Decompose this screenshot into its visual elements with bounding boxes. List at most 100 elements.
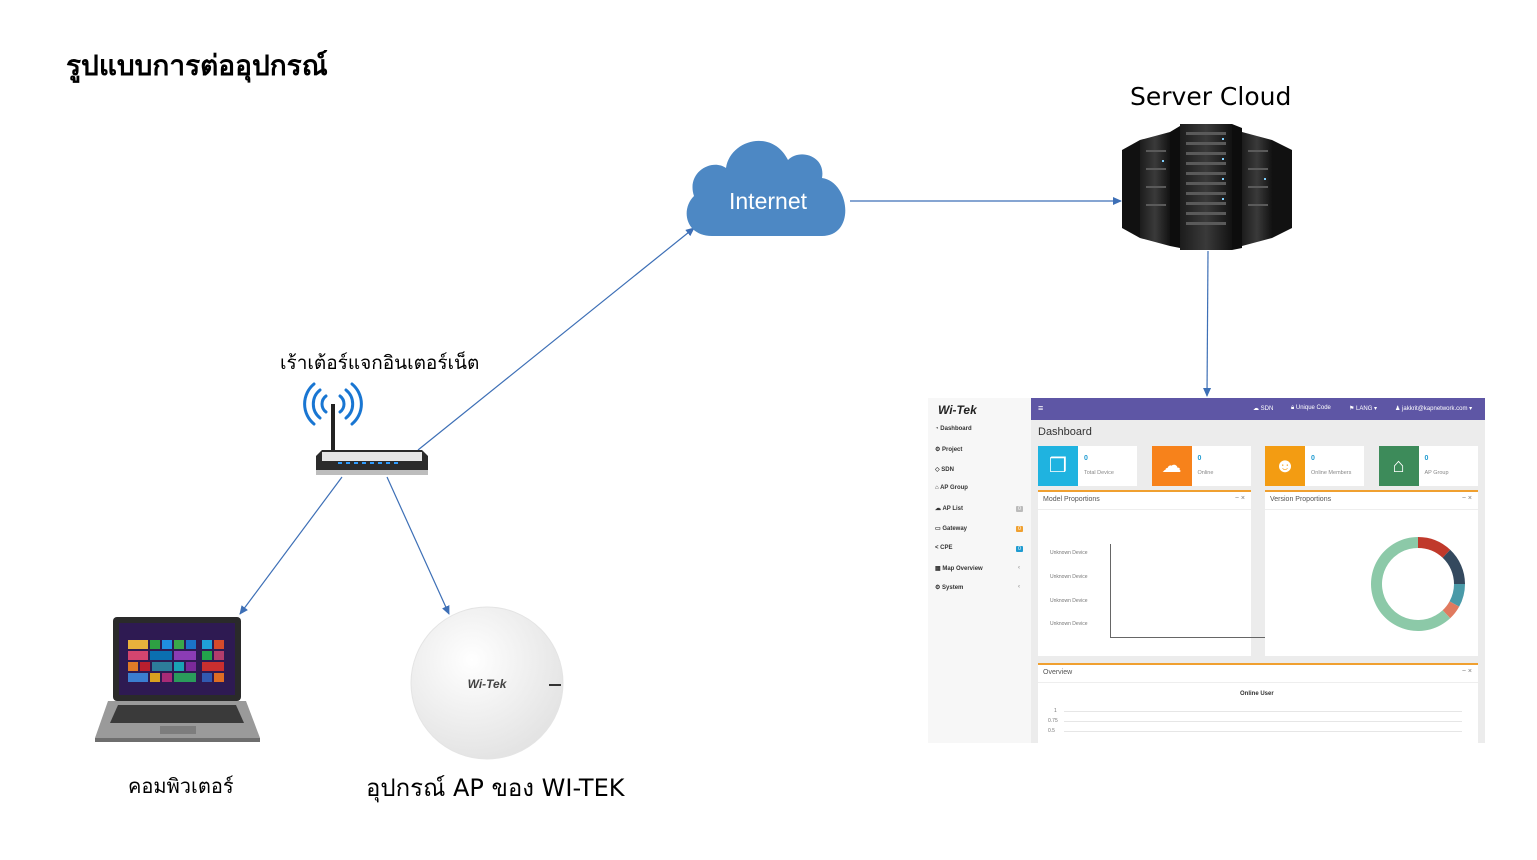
- cloud-icon: ☁: [1253, 406, 1261, 412]
- router-to-ap-arrow: [386, 476, 450, 615]
- y-tick-label: 0.5: [1048, 728, 1055, 734]
- version-donut-chart: [1371, 537, 1465, 631]
- bank-icon: ⌂: [1378, 446, 1419, 486]
- panel-controls[interactable]: − ×: [1234, 495, 1245, 502]
- diamond-icon: ◇: [935, 466, 942, 473]
- desktop-icon: ▭: [935, 526, 943, 532]
- donut-slice-2: [1449, 584, 1465, 607]
- flag-icon: ⚑: [1349, 406, 1357, 412]
- user-icon: ♟: [1395, 406, 1403, 412]
- cloud-icon: ☁: [935, 506, 943, 513]
- page-title: รูปแบบการต่ออุปกรณ์: [66, 49, 328, 82]
- ap-brand-logo: Wi-Tek: [468, 677, 508, 691]
- stat-value: 0: [1084, 455, 1088, 462]
- sidebar-count-badge: 0: [1016, 526, 1023, 532]
- router-to-computer-arrow: [239, 476, 343, 615]
- top-unique-code-link[interactable]: 🔒︎ Unique Code: [1291, 405, 1331, 411]
- ap-device-label: อุปกรณ์ AP ของ WI-TEK: [366, 774, 625, 802]
- stat-value: 0: [1311, 455, 1315, 462]
- sidebar-item-system[interactable]: ⚙ System: [935, 584, 963, 591]
- donut-slice-3: [1442, 601, 1460, 619]
- cubes-icon: ❒: [1038, 446, 1078, 486]
- x-axis: [1110, 637, 1266, 638]
- dashboard-sidebar: Wi-Tek ◔ Dashboard ⚙ Project ◇ SDN ⌂ AP Gro…: [928, 398, 1032, 743]
- computer-label: คอมพิวเตอร์: [128, 774, 234, 798]
- sidebar-count-badge: 0: [1016, 506, 1023, 513]
- server-rack-icon: [1122, 124, 1292, 250]
- chevron-left-icon[interactable]: ‹: [1018, 564, 1020, 571]
- panel-controls[interactable]: − ×: [1461, 495, 1472, 502]
- sidebar-item-gateway[interactable]: ▭ Gateway: [935, 525, 967, 532]
- stat-value: 0: [1424, 455, 1429, 462]
- stat-label: AP Group: [1424, 470, 1449, 476]
- stat-label: Total Device: [1084, 470, 1114, 476]
- internet-label: Internet: [729, 188, 808, 214]
- top-user-dropdown[interactable]: ♟ jakkrit@kapnetwork.com ▾: [1395, 406, 1473, 412]
- dashboard-top-bar: ≡ ☁ SDN 🔒︎ Unique Code ⚑ LANG ▾ ♟ jakkri…: [1031, 398, 1485, 420]
- chevron-left-icon[interactable]: ‹: [1018, 584, 1020, 591]
- sidebar-item-map-overview[interactable]: ▦ Map Overview: [935, 565, 983, 572]
- bank-icon: ⌂: [935, 485, 941, 492]
- grid-line: [1064, 721, 1462, 722]
- hamburger-icon[interactable]: ≡: [1038, 403, 1044, 413]
- sidebar-item-label: AP List: [942, 506, 964, 513]
- grid-line: [1064, 731, 1462, 732]
- top-sdn-link[interactable]: ☁ SDN: [1253, 406, 1274, 412]
- sidebar-item-project[interactable]: ⚙ Project: [935, 446, 962, 453]
- sidebar-item-sdn[interactable]: ◇ SDN: [935, 466, 954, 473]
- dashboard-heading: Dashboard: [1038, 426, 1092, 438]
- wi-tek-logo: Wi-Tek: [938, 403, 977, 417]
- sidebar-item-label: Map Overview: [942, 565, 983, 572]
- router-label: เร้าเต้อร์แจกอินเตอร์เน็ต: [280, 352, 480, 374]
- dashboard-icon: ◔: [935, 426, 941, 432]
- sidebar-item-label: Dashboard: [940, 426, 972, 432]
- panel-title: Overview: [1043, 669, 1073, 676]
- sidebar-item-label: CPE: [940, 544, 953, 551]
- stat-label: Online: [1197, 470, 1214, 476]
- online-user-chart-title: Online User: [1240, 691, 1274, 697]
- sidebar-item-label: Gateway: [942, 526, 968, 532]
- y-tick-label: Unknown Device: [1050, 573, 1088, 580]
- sidebar-item-ap-group[interactable]: ⌂ AP Group: [935, 485, 968, 491]
- users-icon: ☻: [1265, 446, 1305, 486]
- cogs-icon: ⚙: [935, 446, 943, 453]
- donut-slice-1: [1442, 549, 1465, 584]
- stat-box[interactable]: ⌂ 0 AP Group: [1378, 446, 1478, 486]
- sidebar-count-badge: 0: [1016, 545, 1023, 552]
- y-tick-label: Unknown Device: [1050, 550, 1088, 556]
- sidebar-item-label: SDN: [941, 466, 954, 473]
- panel-title: Version Proportions: [1270, 496, 1332, 503]
- sidebar-item-label: AP Group: [940, 485, 968, 492]
- y-axis: [1110, 544, 1111, 638]
- panel-title: Model Proportions: [1043, 496, 1100, 503]
- sidebar-item-cpe[interactable]: < CPE: [935, 545, 953, 551]
- donut-slice-0: [1418, 537, 1451, 558]
- top-lang-dropdown[interactable]: ⚑ LANG ▾: [1349, 406, 1378, 412]
- y-tick-label: Unknown Device: [1050, 621, 1088, 628]
- sidebar-item-dashboard[interactable]: ◔ Dashboard: [935, 426, 972, 432]
- dashboard-screenshot: Wi-Tek ◔ Dashboard ⚙ Project ◇ SDN ⌂ AP Gro…: [928, 398, 1485, 743]
- y-tick-label: Unknown Device: [1050, 597, 1088, 604]
- server-to-dashboard-arrow: [1203, 250, 1212, 397]
- laptop-screen-tiles: [128, 640, 224, 682]
- share-icon: <: [935, 544, 941, 551]
- server-cloud-label: Server Cloud: [1130, 82, 1292, 111]
- donut-slice-4: [1371, 537, 1451, 631]
- grid-line: [1064, 711, 1462, 712]
- wifi-signal-icon: [303, 382, 363, 426]
- stat-value: 0: [1197, 455, 1202, 462]
- y-tick-label: 0.75: [1048, 718, 1058, 724]
- sidebar-item-label: Project: [942, 446, 963, 453]
- laptop-icon: [95, 617, 260, 742]
- stat-label: Online Members: [1311, 470, 1352, 476]
- sidebar-item-ap-list[interactable]: ☁ AP List: [935, 505, 963, 512]
- sidebar-item-label: System: [942, 585, 964, 592]
- panel-controls[interactable]: − ×: [1461, 668, 1472, 675]
